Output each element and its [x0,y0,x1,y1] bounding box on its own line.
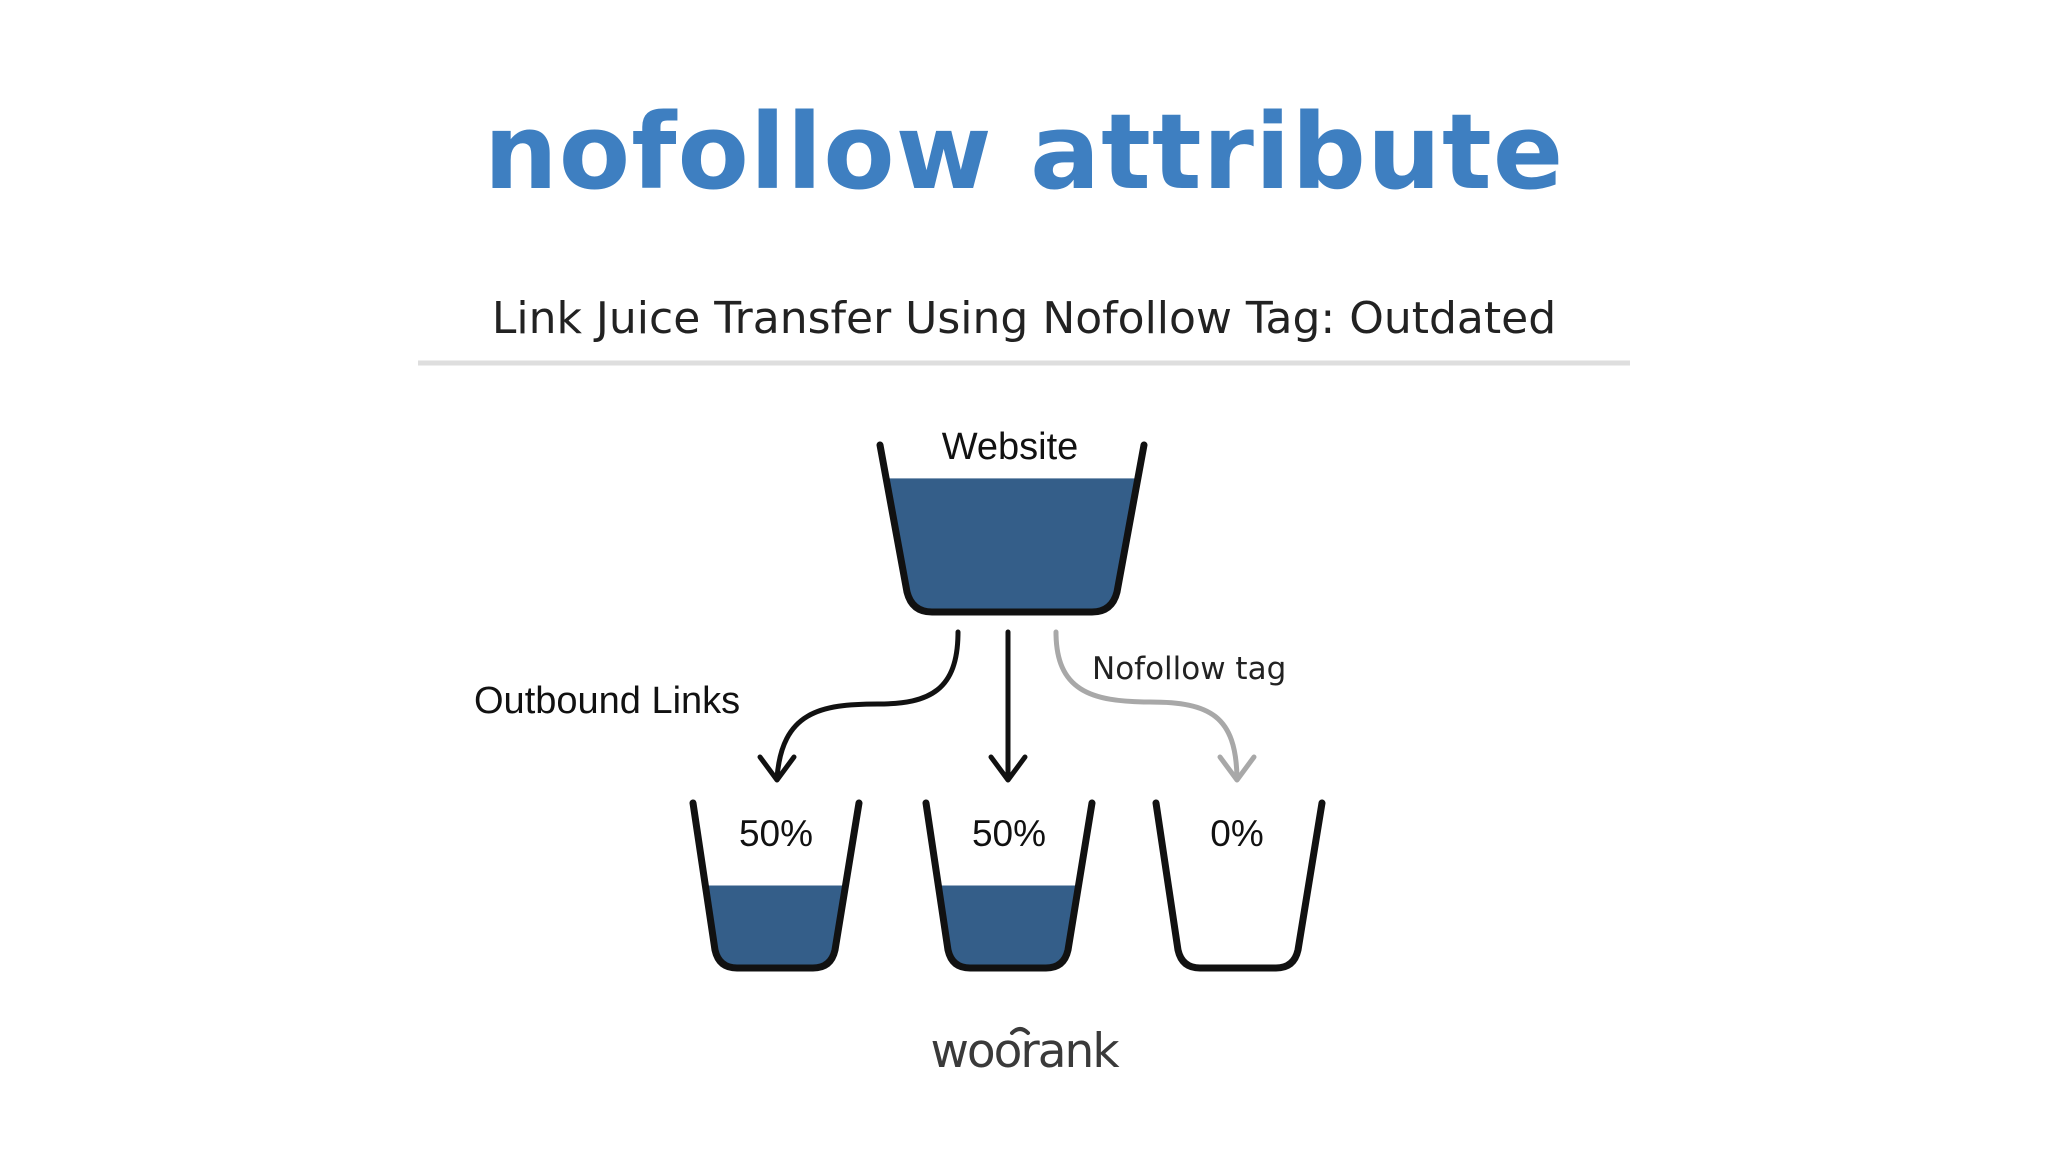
woorank-logo: woorank [930,1024,1122,1079]
source-bucket-outline [876,441,1148,616]
nofollow-tag-label: Nofollow tag [1092,651,1286,687]
target-cup-3: 0% [1152,799,1326,972]
target-cup-1-percentage: 50% [739,813,813,854]
diagram-subtitle: Link Juice Transfer Using Nofollow Tag: … [492,293,1556,344]
target-cup-1-outline [689,799,863,972]
target-cup-3-percentage: 0% [1210,813,1263,854]
source-label: Website [942,426,1079,468]
source-water [880,478,1144,612]
nofollow-arrow [1053,629,1257,783]
target-cup-3-outline [1152,799,1326,972]
target-cup-1: 50% [689,799,863,972]
outbound-arrow-middle [988,629,1028,783]
woorank-logo-swirl [1010,1027,1030,1035]
outbound-links-label: Outbound Links [474,680,740,722]
page-title: nofollow attribute [483,91,1565,213]
outbound-arrow-left [757,629,961,783]
source-bucket: Website [876,426,1148,616]
target-cup-2-percentage: 50% [972,813,1046,854]
target-cup-2: 50% [922,799,1096,972]
target-cup-2-outline [922,799,1096,972]
